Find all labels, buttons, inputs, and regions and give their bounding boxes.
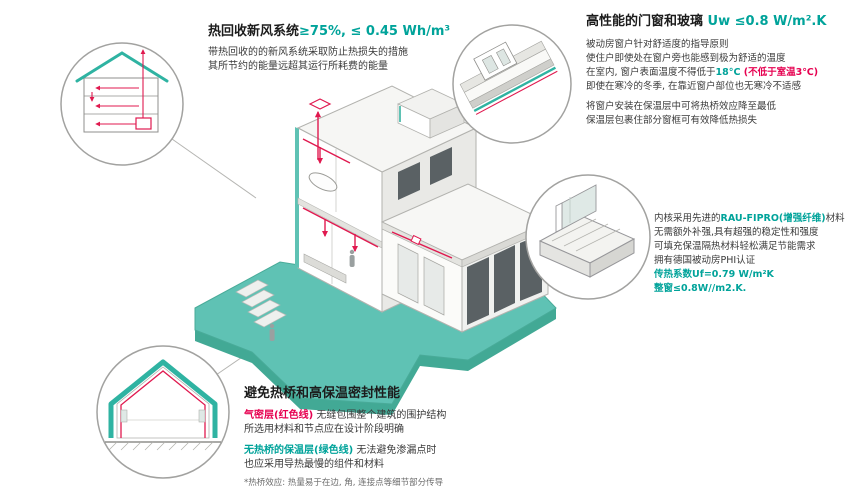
- window-profile-section: 内核采用先进的RAU-FIPRO(增强纤维)材料 无需额外补强,具有超强的稳定性…: [654, 212, 845, 296]
- heat-recovery-title-text: 热回收新风系统: [208, 24, 300, 39]
- thermal-airtight-label: 气密层(红色线): [244, 410, 314, 421]
- profile-line-1-pre: 内核采用先进的: [654, 213, 721, 224]
- profile-line-1-material: RAU-FIPRO(增强纤维): [720, 213, 826, 224]
- heat-recovery-ducts: [302, 110, 379, 253]
- upper-windows: [398, 147, 452, 200]
- windows-line-1: 被动房窗户针对舒适度的指导原则: [586, 39, 729, 50]
- thermal-insulation-label: 无热桥的保温层(绿色线): [244, 445, 354, 456]
- garden-stairs: [235, 279, 287, 328]
- profile-line-1-post: 材料: [825, 213, 845, 224]
- thermal-line-1: 气密层(红色线) 无缝包围整个建筑的围护结构: [244, 409, 446, 423]
- profile-line-2: 无需额外补强,具有超强的稳定性和强度: [654, 227, 819, 238]
- windows-title-text: 高性能的门窗和玻璃: [586, 14, 704, 29]
- house-illustration: [269, 85, 550, 341]
- profile-uf-value: 传热系数Uf=0.79 W/m²K: [654, 269, 774, 280]
- heat-recovery-callout-icon: [60, 42, 184, 166]
- profile-line-4: 拥有德国被动房PHI认证: [654, 255, 756, 266]
- profile-line-3: 可填充保温隔热材料轻松满足节能需求: [654, 241, 816, 252]
- window-profile-callout-icon: [525, 174, 651, 300]
- windows-line-3-text: 在室内, 窗户表面温度不得低于: [586, 67, 716, 78]
- roof-deck: [397, 88, 465, 139]
- windows-line-2: 使住户即使处在窗户旁也能感到极为舒适的温度: [586, 53, 786, 64]
- window-install-callout-icon: [452, 24, 572, 144]
- heat-recovery-line-2: 其所节约的能量远超其运行所耗费的能量: [208, 61, 388, 72]
- heat-recovery-section: 热回收新风系统≥75%, ≤ 0.45 Wh/m³ 带热回收的的新风系统采取防止…: [208, 24, 450, 74]
- profile-line-1: 内核采用先进的RAU-FIPRO(增强纤维)材料: [654, 212, 845, 226]
- windows-line-5: 将窗户安装在保温层中可将热桥效应降至最低: [586, 101, 777, 112]
- windows-title-value: Uw ≤0.8 W/m².K: [703, 14, 827, 29]
- roof-ventilation-unit: [308, 98, 332, 110]
- thermal-line-3-rest: 无法避免渗漏点时: [353, 445, 437, 456]
- windows-title: 高性能的门窗和玻璃 Uw ≤0.8 W/m².K: [586, 14, 826, 30]
- thermal-line-3: 无热桥的保温层(绿色线) 无法避免渗漏点时: [244, 444, 446, 458]
- thermal-line-1-rest: 无缝包围整个建筑的围护结构: [313, 410, 447, 421]
- windows-line-3-temp: 18°C: [715, 67, 741, 78]
- person-figure: [269, 249, 355, 341]
- windows-line-3-note: (不低于室温3℃): [740, 67, 819, 78]
- heat-recovery-title-value: ≥75%, ≤ 0.45 Wh/m³: [299, 24, 451, 39]
- windows-line-4: 即使在寒冷的冬季, 在靠近窗户部位也无寒冷不适感: [586, 81, 802, 92]
- bathtub: [308, 172, 338, 192]
- thermal-title: 避免热桥和高保温密封性能: [244, 386, 401, 401]
- windows-line-6: 保温层包裹住部分窗框可有效降低热损失: [586, 115, 758, 126]
- thermal-line-4: 也应采用导热最慢的组件和材料: [244, 459, 384, 470]
- profile-uw-value: 整窗≤0.8W//m2.K.: [654, 283, 747, 294]
- thermal-footnote: *热桥效应: 热量易于在边, 角, 连接点等细节部分传导: [244, 478, 444, 488]
- thermal-bridge-callout-icon: [96, 345, 230, 479]
- windows-line-3: 在室内, 窗户表面温度不得低于18°C (不低于室温3℃): [586, 66, 826, 80]
- thermal-line-2: 所选用材料和节点应在设计阶段明确: [244, 424, 404, 435]
- glass-wing: [380, 183, 550, 333]
- kitchen-counter: [303, 253, 347, 284]
- heat-recovery-line-1: 带热回收的的新风系统采取防止热损失的措施: [208, 47, 408, 58]
- windows-section: 高性能的门窗和玻璃 Uw ≤0.8 W/m².K 被动房窗户针对舒适度的指导原则…: [586, 14, 826, 128]
- thermal-section: 避免热桥和高保温密封性能 气密层(红色线) 无缝包围整个建筑的围护结构 所选用材…: [244, 386, 446, 489]
- heat-recovery-title: 热回收新风系统≥75%, ≤ 0.45 Wh/m³: [208, 24, 450, 40]
